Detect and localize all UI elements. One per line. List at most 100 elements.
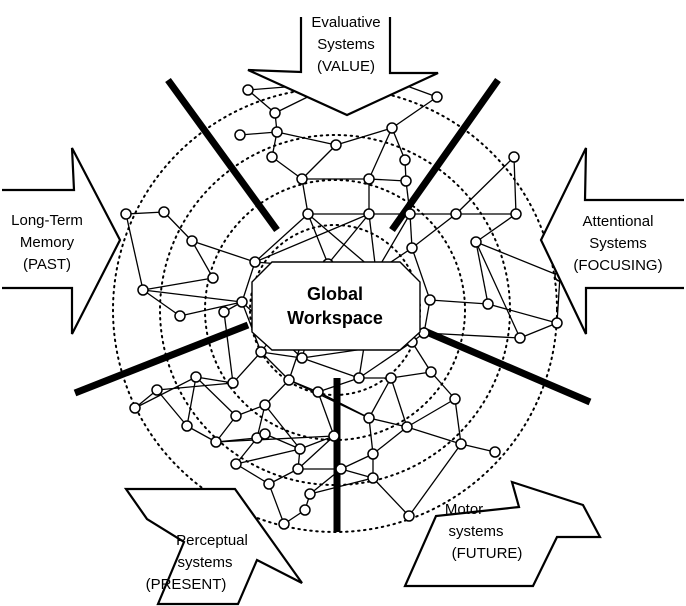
evaluative-label-line3: (VALUE) xyxy=(317,58,375,75)
network-edge xyxy=(372,426,408,455)
network-edge xyxy=(460,443,496,453)
motor-label-line1: Motor xyxy=(445,501,483,518)
network-node xyxy=(186,235,198,247)
network-edge xyxy=(179,301,243,317)
network-edge xyxy=(411,247,431,301)
network-node xyxy=(489,446,501,458)
network-node xyxy=(234,129,246,141)
network-edge xyxy=(423,332,521,339)
network-edge xyxy=(297,435,335,470)
network-edge xyxy=(411,213,457,249)
network-edges xyxy=(125,81,561,525)
network-node xyxy=(255,346,267,358)
evaluative-label-line2: Systems xyxy=(317,36,375,53)
network-edge xyxy=(406,398,456,428)
network-node xyxy=(406,242,418,254)
network-edge xyxy=(264,404,301,450)
network-edge xyxy=(299,435,335,450)
divider-top-left xyxy=(165,77,280,233)
network-node xyxy=(482,298,494,310)
network-edge xyxy=(556,275,561,324)
network-node xyxy=(242,84,254,96)
network-edge xyxy=(254,213,309,263)
evaluative-arrow xyxy=(247,17,439,117)
network-edge xyxy=(390,371,432,379)
network-edge xyxy=(134,376,197,409)
global-workspace-box: Global Workspace xyxy=(251,261,421,351)
network-edge xyxy=(260,351,290,381)
network-node xyxy=(328,430,340,442)
attentional-label-line3: (FOCUSING) xyxy=(573,257,662,274)
network-edge xyxy=(307,213,329,265)
attentional-arrow xyxy=(539,147,684,335)
network-edge xyxy=(368,417,374,455)
network-edge xyxy=(125,213,144,291)
network-edge xyxy=(235,463,270,485)
evaluative-label-line1: Evaluative xyxy=(311,14,380,31)
network-node xyxy=(236,296,248,308)
network-node xyxy=(278,518,290,530)
network-node xyxy=(401,421,413,433)
network-edge xyxy=(406,426,462,445)
network-node xyxy=(207,272,219,284)
divider-left xyxy=(73,321,250,397)
network-edge xyxy=(142,277,214,291)
network-node xyxy=(283,374,295,386)
network-edge xyxy=(142,289,181,317)
network-node xyxy=(449,393,461,405)
network-edge xyxy=(271,156,303,180)
network-edge xyxy=(368,377,392,419)
network-node xyxy=(230,410,242,422)
network-edge xyxy=(163,211,193,242)
network-edge xyxy=(215,437,258,443)
workspace-title-line2: Workspace xyxy=(287,308,383,328)
network-node xyxy=(210,436,222,448)
network-edge xyxy=(309,477,374,495)
network-node xyxy=(302,208,314,220)
network-node xyxy=(120,208,132,220)
network-node xyxy=(399,154,411,166)
network-edge xyxy=(195,376,237,417)
network-node xyxy=(450,208,462,220)
network-node xyxy=(158,206,170,218)
network-edge xyxy=(191,240,214,279)
network-edge xyxy=(368,127,393,180)
motor-label-line2: systems xyxy=(448,523,503,540)
network-edge xyxy=(156,389,188,427)
network-edge xyxy=(186,376,197,427)
network-edge xyxy=(264,379,290,406)
long-term-memory-module: Long-Term Memory (PAST) xyxy=(2,147,122,335)
network-edge xyxy=(487,303,558,324)
network-edge xyxy=(475,241,561,277)
motor-label-line3: (FUTURE) xyxy=(452,545,523,562)
network-edge xyxy=(239,131,278,136)
network-edge xyxy=(340,453,374,470)
network-node xyxy=(271,126,283,138)
network-node xyxy=(400,175,412,187)
perceptual-arrow xyxy=(123,487,303,606)
network-edge xyxy=(223,311,234,384)
network-edge xyxy=(454,398,462,445)
network-edge xyxy=(254,213,370,263)
network-edge xyxy=(247,89,276,114)
network-edge xyxy=(268,483,285,525)
network-edge xyxy=(390,377,408,428)
network-edge xyxy=(276,131,337,146)
network-edge xyxy=(301,144,337,180)
network-node xyxy=(174,310,186,322)
network-node xyxy=(190,371,202,383)
network-node xyxy=(137,284,149,296)
network-edge xyxy=(301,357,360,379)
network-edge xyxy=(391,127,406,161)
workspace-octagon xyxy=(251,261,421,351)
network-edge xyxy=(195,376,234,384)
network-node xyxy=(294,443,306,455)
network-node xyxy=(269,107,281,119)
network-node xyxy=(551,317,563,329)
network-node xyxy=(431,91,443,103)
network-node xyxy=(296,352,308,364)
network-edge xyxy=(215,435,335,443)
network-node xyxy=(129,402,141,414)
network-node xyxy=(335,463,347,475)
